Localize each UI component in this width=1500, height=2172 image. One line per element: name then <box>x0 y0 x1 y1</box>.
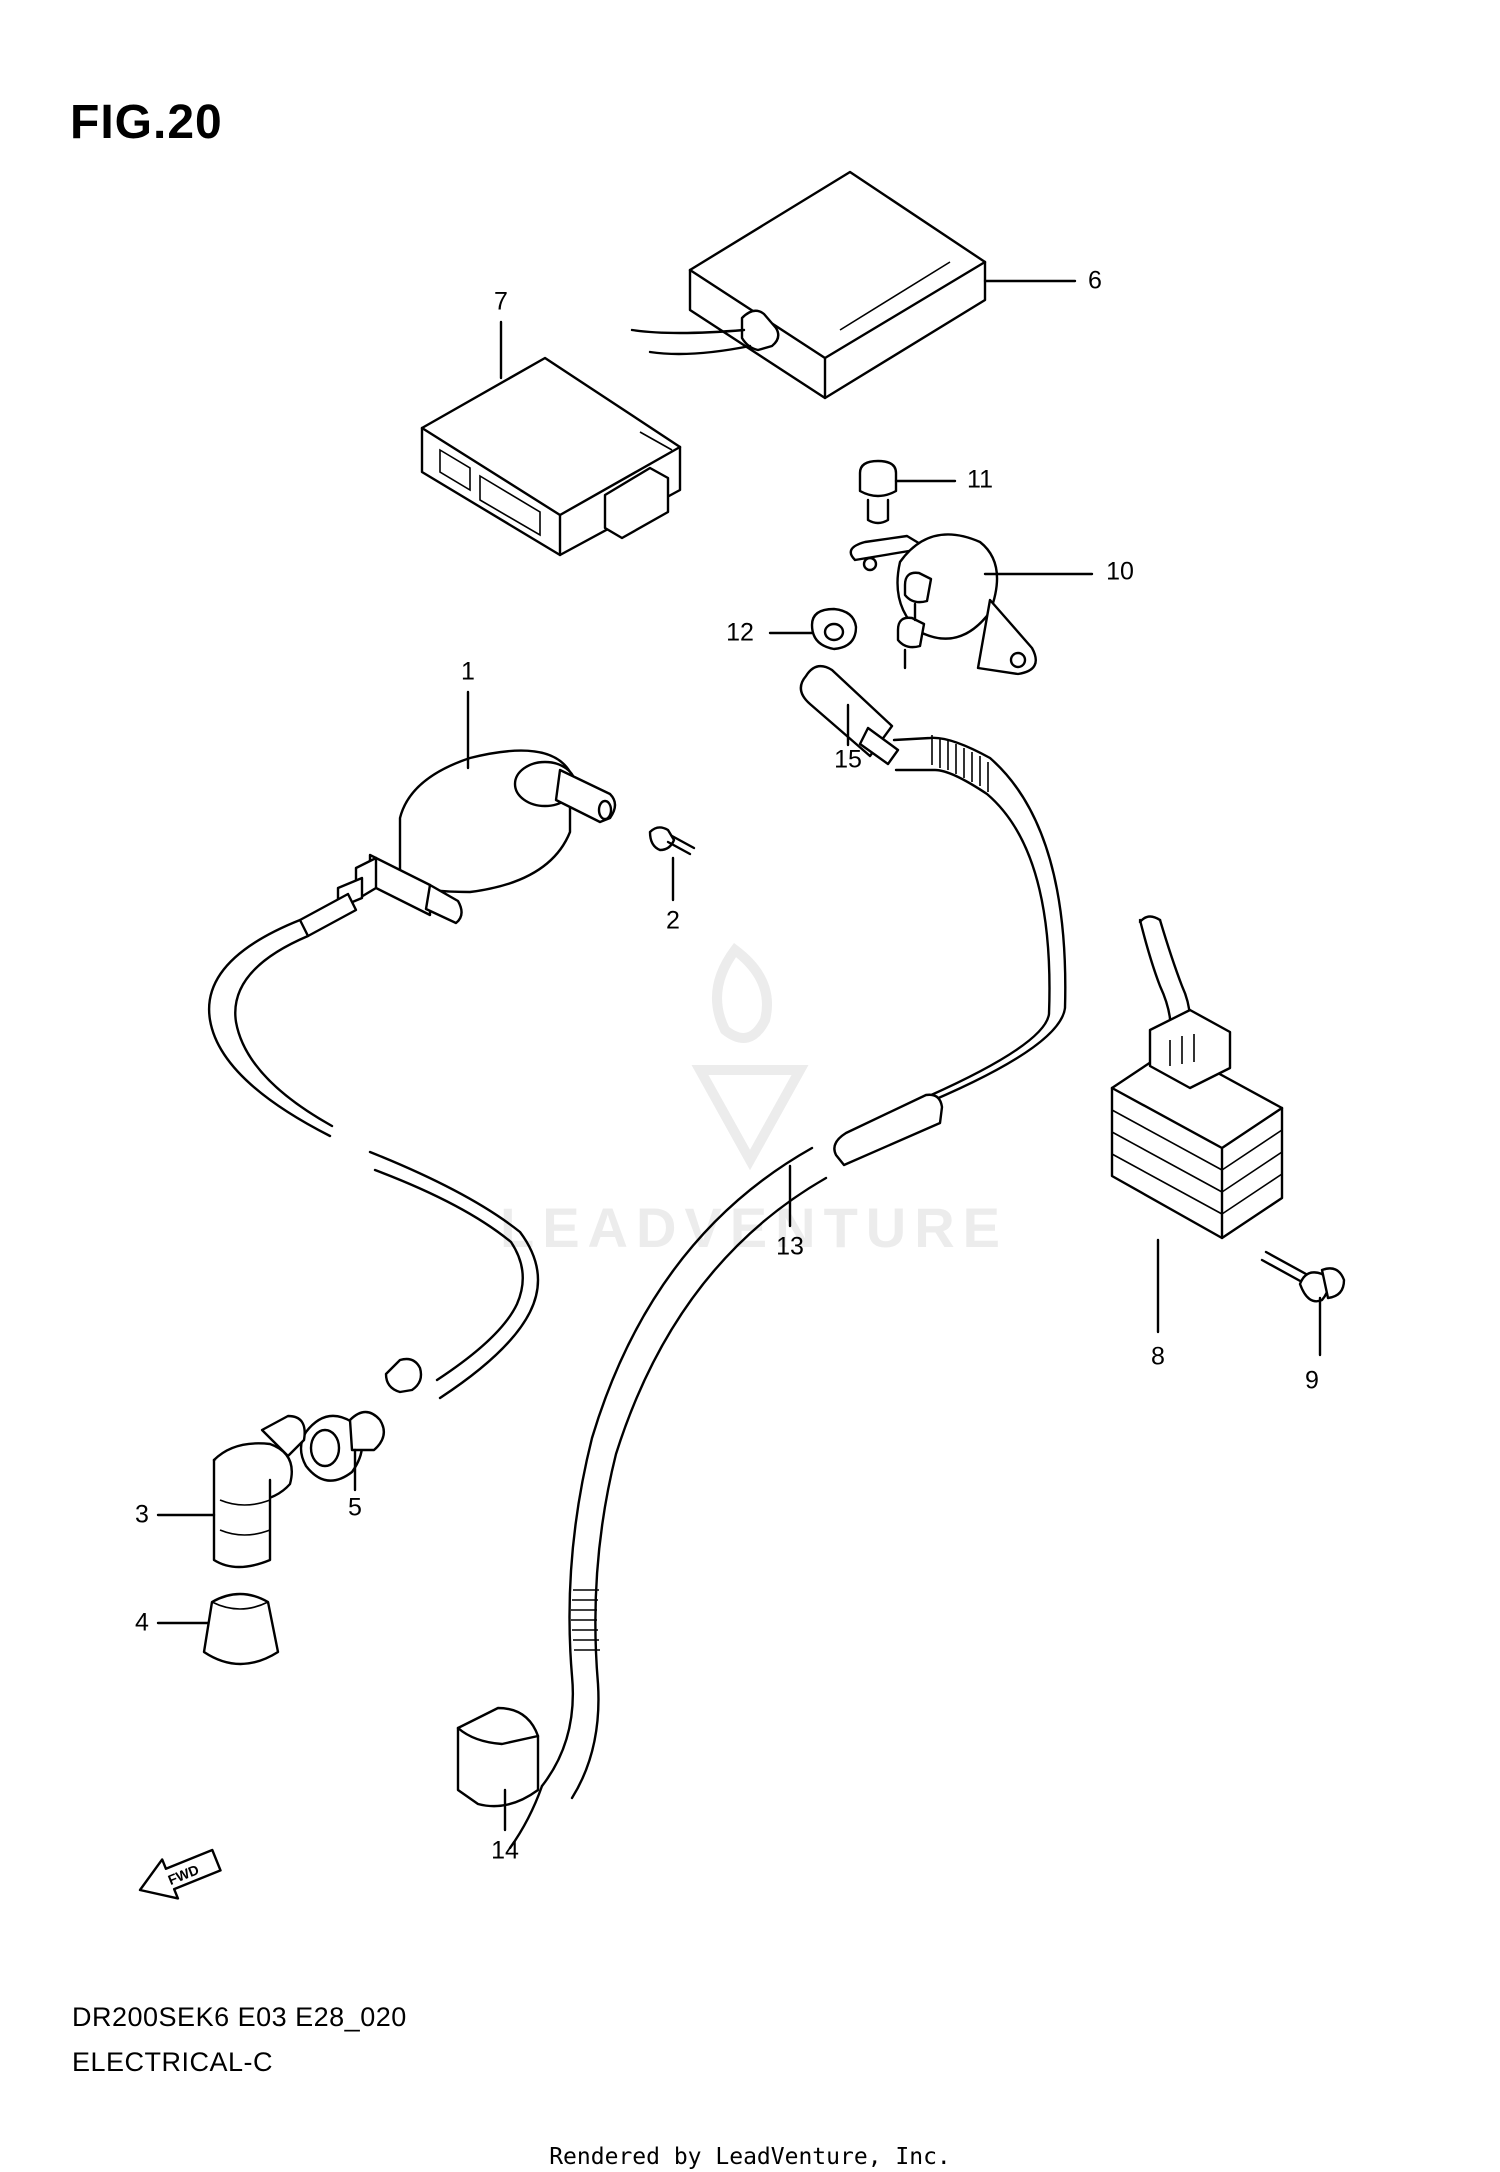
part-9-bolt <box>1260 1250 1346 1303</box>
callout-3: 3 <box>135 1500 149 1529</box>
part-13-starter-cable <box>508 735 1067 1850</box>
figure-title: FIG.20 <box>70 96 223 149</box>
callout-15: 15 <box>834 745 862 774</box>
part-14-terminal-boot <box>456 1706 540 1808</box>
section-name: ELECTRICAL-C <box>72 2047 274 2077</box>
callout-13: 13 <box>776 1232 804 1261</box>
part-7-control-unit <box>420 356 682 557</box>
callout-1: 1 <box>461 657 475 686</box>
callout-10: 10 <box>1106 557 1134 586</box>
part-10-starter-relay <box>849 533 1037 676</box>
watermark-logo <box>691 942 809 1171</box>
callout-9: 9 <box>1305 1366 1319 1395</box>
callout-4: 4 <box>135 1608 149 1637</box>
callout-8: 8 <box>1151 1342 1165 1371</box>
part-15-terminal <box>799 664 900 766</box>
callout-6: 6 <box>1088 266 1102 295</box>
part-3-plug-cap <box>212 1414 306 1569</box>
part-4-boot <box>202 1592 280 1666</box>
part-11-bolt <box>858 459 898 525</box>
part-8-regulator-rectifier <box>1110 915 1284 1240</box>
callout-5: 5 <box>348 1493 362 1522</box>
part-6-cdi-unit <box>630 170 987 400</box>
callout-11: 11 <box>967 465 993 494</box>
model-code: DR200SEK6 E03 E28_020 <box>72 2002 407 2032</box>
fwd-arrow-icon: FWD <box>138 1848 222 1900</box>
part-12-nut <box>810 607 858 651</box>
callout-7: 7 <box>494 287 508 316</box>
callout-2: 2 <box>666 906 680 935</box>
callout-12: 12 <box>726 618 754 647</box>
part-1-ignition-coil <box>336 749 617 925</box>
rendered-by: Rendered by LeadVenture, Inc. <box>549 2144 951 2170</box>
callout-14: 14 <box>491 1836 519 1865</box>
watermark: LEADVENTURE <box>500 1196 1009 1259</box>
part-5-cap <box>299 1410 386 1482</box>
part-2-screw <box>648 826 696 856</box>
high-tension-lead <box>207 892 540 1400</box>
